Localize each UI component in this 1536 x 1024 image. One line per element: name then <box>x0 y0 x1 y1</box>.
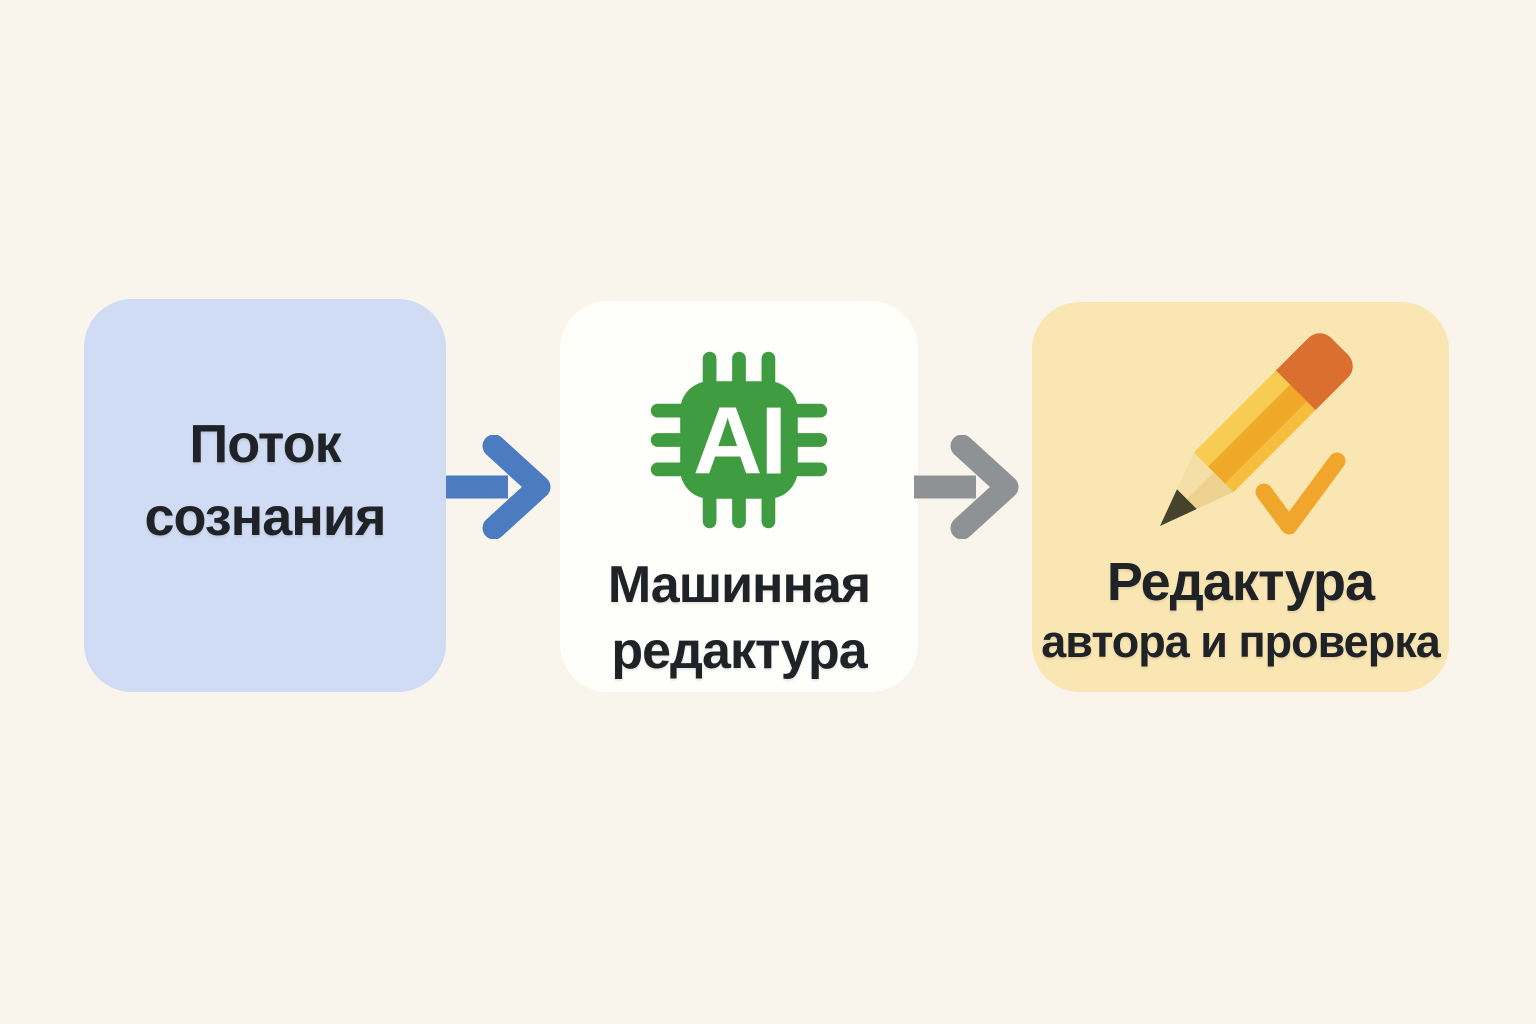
step-box-machine-editing: AI Машинная редактура <box>560 301 918 692</box>
step-label: Поток сознания <box>84 408 446 554</box>
arrow-right-icon <box>446 435 551 539</box>
step-box-author-editing-check: Редактура автора и проверка <box>1032 302 1449 692</box>
step-label-line1: Машинная <box>607 556 871 614</box>
step-label-line1: Редактура <box>1106 552 1375 612</box>
ai-chip-label: AI <box>693 387 785 494</box>
step-label-line2: редактура <box>611 622 867 680</box>
arrow-right-icon <box>914 435 1019 539</box>
step-label-line2: сознания <box>144 487 386 547</box>
pencil-icon <box>1160 333 1353 526</box>
step-label: Машинная редактура <box>560 552 918 684</box>
checkmark-icon <box>1255 452 1346 535</box>
step-box-stream-of-consciousness: Поток сознания <box>84 299 446 692</box>
ai-chip-icon: AI <box>650 351 828 529</box>
step-label-line2: автора и проверка <box>1041 616 1441 667</box>
pencil-check-icon <box>1160 333 1353 535</box>
step-label-line1: Поток <box>189 414 341 474</box>
